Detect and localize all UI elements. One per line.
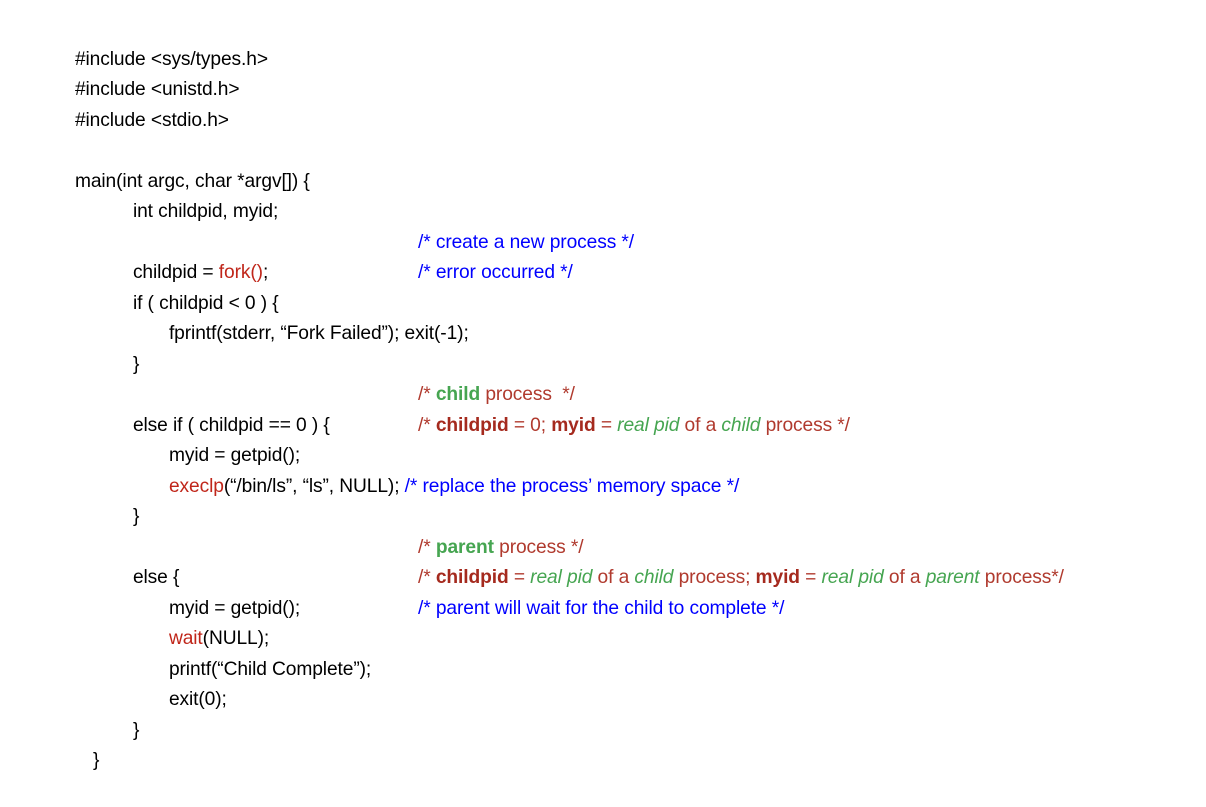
comment-parent-mid1: = xyxy=(508,567,531,588)
code-line-include-1: #include <sys/types.h> xyxy=(0,14,1206,70)
comment-child-keyword: child xyxy=(435,384,481,405)
closing-brace-parent: } xyxy=(132,719,140,741)
code-line-if-error: if ( childpid < 0 ) { /* error occurred … xyxy=(0,258,1206,314)
comment-childpid-open: /* xyxy=(418,414,436,436)
childpid-assign-prefix: childpid = xyxy=(132,262,219,283)
comment-parent-childpid-var: childpid xyxy=(435,567,509,588)
code-line-myid-child: myid = getpid(); /* childpid = 0; myid =… xyxy=(0,411,1206,467)
comment-childpid-mid2: = xyxy=(595,414,618,436)
comment-parent-end: process*/ xyxy=(979,567,1064,588)
code-line-execlp: execlp(“/bin/ls”, “ls”, NULL); /* replac… xyxy=(0,441,1206,497)
code-line-declaration: int childpid, myid; xyxy=(0,167,1206,222)
code-line-else-if-child: else if ( childpid == 0 ) { /* child pro… xyxy=(0,380,1206,436)
childpid-assign-semicolon: ; xyxy=(262,262,269,283)
code-line-close-if: } xyxy=(0,319,1206,375)
variable-declaration: int childpid, myid; xyxy=(132,201,279,222)
comment-childpid-var: childpid xyxy=(435,414,509,436)
comment-childpid-values: /* childpid = 0; myid = real pid of a ch… xyxy=(418,411,850,442)
comment-parent-wait: /* parent will wait for the child to com… xyxy=(418,597,785,619)
code-line-else-parent: else { /* parent process */ xyxy=(0,533,1206,589)
fork-call: fork() xyxy=(218,262,263,283)
myid-getpid-parent: myid = getpid(); xyxy=(168,597,301,619)
comment-childpid-end: process */ xyxy=(760,414,850,436)
include-sys-types: #include <sys/types.h> xyxy=(74,48,268,70)
code-line-exit: exit(0); xyxy=(0,655,1206,710)
comment-error-occurred: /* error occurred */ xyxy=(418,262,573,283)
comment-parent-childpid-open: /* xyxy=(418,567,436,588)
comment-parent-close: process */ xyxy=(493,536,584,558)
comment-replace-memory: /* replace the process’ memory space */ xyxy=(404,475,740,497)
comment-create-process: /* create a new process */ xyxy=(418,231,635,253)
comment-parent-myid-var: myid xyxy=(755,567,800,588)
closing-brace-if: } xyxy=(132,353,140,375)
comment-parent-parent-word: parent xyxy=(925,567,980,588)
execlp-arguments: (“/bin/ls”, “ls”, NULL); xyxy=(223,475,405,497)
fprintf-statement: fprintf(stderr, “Fork Failed”); exit(-1)… xyxy=(168,323,469,344)
comment-childpid-mid3: of a xyxy=(679,414,722,436)
code-listing: #include <sys/types.h> #include <unistd.… xyxy=(0,14,1206,772)
include-stdio: #include <stdio.h> xyxy=(74,109,229,131)
code-line-include-3: #include <stdio.h> xyxy=(0,75,1206,131)
comment-parent-mid2: of a xyxy=(592,567,635,588)
include-unistd: #include <unistd.h> xyxy=(74,79,240,100)
comment-parent-mid3: process; xyxy=(673,567,756,588)
code-line-include-2: #include <unistd.h> xyxy=(0,45,1206,100)
code-line-printf: printf(“Child Complete”); xyxy=(0,624,1206,680)
comment-parent-mid4: = xyxy=(799,567,822,588)
myid-getpid-child: myid = getpid(); xyxy=(168,445,301,466)
if-childpid-negative: if ( childpid < 0 ) { xyxy=(132,292,279,314)
exit-statement: exit(0); xyxy=(168,689,227,710)
else-if-childpid-zero: else if ( childpid == 0 ) { xyxy=(132,414,330,436)
code-line-fprintf: fprintf(stderr, “Fork Failed”); exit(-1)… xyxy=(0,289,1206,344)
comment-child-close: process */ xyxy=(480,384,575,405)
comment-childpid-mid1: = 0; xyxy=(508,414,552,436)
code-line-myid-parent: myid = getpid(); /* childpid = real pid … xyxy=(0,563,1206,619)
comment-parent-keyword: parent xyxy=(435,536,494,558)
comment-parent-realpid-2: real pid xyxy=(821,567,884,588)
code-line-close-parent: } xyxy=(0,685,1206,741)
closing-brace-child: } xyxy=(132,506,140,527)
execlp-call: execlp xyxy=(168,475,224,497)
code-line-close-child: } xyxy=(0,472,1206,527)
wait-arguments: (NULL); xyxy=(202,628,270,649)
else-parent: else { xyxy=(132,567,180,588)
comment-realpid-1: real pid xyxy=(617,414,680,436)
main-signature: main(int argc, char *argv[]) { xyxy=(74,170,310,192)
comment-childpid-child-word: child xyxy=(721,414,761,436)
printf-statement: printf(“Child Complete”); xyxy=(168,658,372,680)
comment-parent-process: /* parent process */ xyxy=(418,533,584,564)
comment-parent-child-word: child xyxy=(634,567,674,588)
comment-parent-realpid-1: real pid xyxy=(530,567,593,588)
wait-call: wait xyxy=(168,628,203,649)
comment-child-open: /* xyxy=(418,384,436,405)
closing-brace-main: } xyxy=(92,750,100,771)
comment-parent-mid5: of a xyxy=(883,567,926,588)
code-line-close-main: } xyxy=(0,716,1206,771)
code-line-main-signature: main(int argc, char *argv[]) { xyxy=(0,136,1206,192)
code-line-fork-assign: childpid = fork(); /* create a new proce… xyxy=(0,228,1206,284)
code-line-wait: wait(NULL); /* parent will wait for the … xyxy=(0,594,1206,650)
comment-child-process: /* child process */ xyxy=(418,380,575,411)
comment-parent-open: /* xyxy=(418,536,436,558)
comment-parent-values: /* childpid = real pid of a child proces… xyxy=(418,563,1064,594)
comment-myid-var: myid xyxy=(551,414,596,436)
